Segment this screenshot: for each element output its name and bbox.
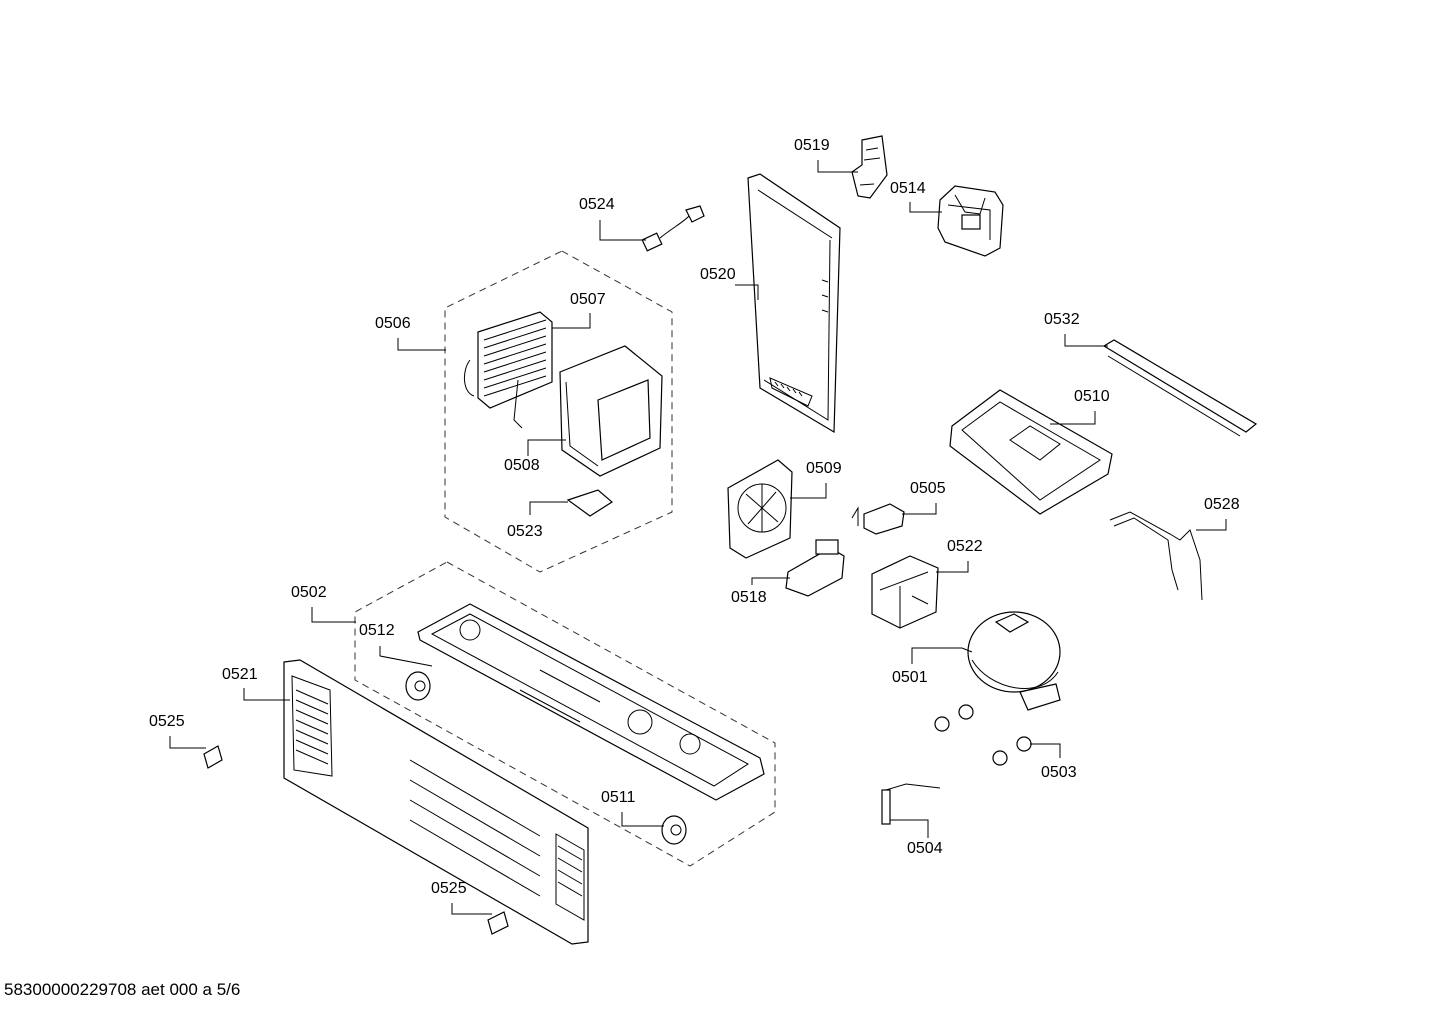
label-0518: 0518 (731, 589, 767, 606)
part-0522-electronics-box (871, 555, 939, 629)
label-0503: 0503 (1041, 764, 1077, 781)
leader-lines (169, 160, 1227, 915)
part-0514-control-box (937, 185, 1004, 257)
part-0510-drip-tray (949, 389, 1113, 515)
group-outline-evaporator (444, 250, 673, 573)
part-0502-base-plate (417, 603, 765, 801)
label-0528: 0528 (1204, 496, 1240, 513)
label-0507: 0507 (570, 291, 606, 308)
label-0523: 0523 (507, 523, 543, 540)
part-0509-fan (727, 459, 793, 559)
part-0512-wheel (405, 671, 431, 701)
part-0507-evaporator (464, 311, 553, 429)
part-0525-clip-bottom (487, 911, 509, 935)
label-0519: 0519 (794, 137, 830, 154)
label-0506: 0506 (375, 315, 411, 332)
part-0524-plug (641, 205, 705, 252)
part-0525-clip-left (203, 745, 223, 769)
label-0525-left: 0525 (149, 713, 185, 730)
part-0511-wheel (661, 815, 687, 845)
part-0504-tube (881, 783, 941, 825)
label-0512: 0512 (359, 622, 395, 639)
label-0504: 0504 (907, 840, 943, 857)
label-0505: 0505 (910, 480, 946, 497)
label-0511: 0511 (601, 789, 636, 806)
part-0528-tube (1109, 511, 1203, 601)
label-0502: 0502 (291, 584, 327, 601)
label-0514: 0514 (890, 180, 926, 197)
part-0501-compressor (961, 611, 1061, 711)
label-0509: 0509 (806, 460, 842, 477)
group-outline-base-plate (354, 561, 776, 867)
part-0521-rear-panel (283, 659, 589, 945)
part-0519-bracket (851, 135, 888, 199)
label-0525-bottom: 0525 (431, 880, 467, 897)
part-0523-cover (566, 489, 614, 517)
label-0510: 0510 (1074, 388, 1110, 405)
label-0524: 0524 (579, 196, 615, 213)
label-0522: 0522 (947, 538, 983, 555)
document-id-footer: 58300000229708 aet 000 a 5/6 (4, 980, 241, 999)
part-0508-fan-housing (559, 345, 663, 477)
part-0520-duct-panel (747, 173, 841, 434)
part-0505-relay (851, 503, 905, 535)
label-0508: 0508 (504, 457, 540, 474)
part-0518-bracket (785, 539, 845, 597)
label-0520: 0520 (700, 266, 736, 283)
label-0521: 0521 (222, 666, 258, 683)
part-0503-grommets (934, 704, 1032, 766)
part-0532-rail (1102, 339, 1258, 437)
label-0532: 0532 (1044, 311, 1080, 328)
label-0501: 0501 (892, 669, 928, 686)
